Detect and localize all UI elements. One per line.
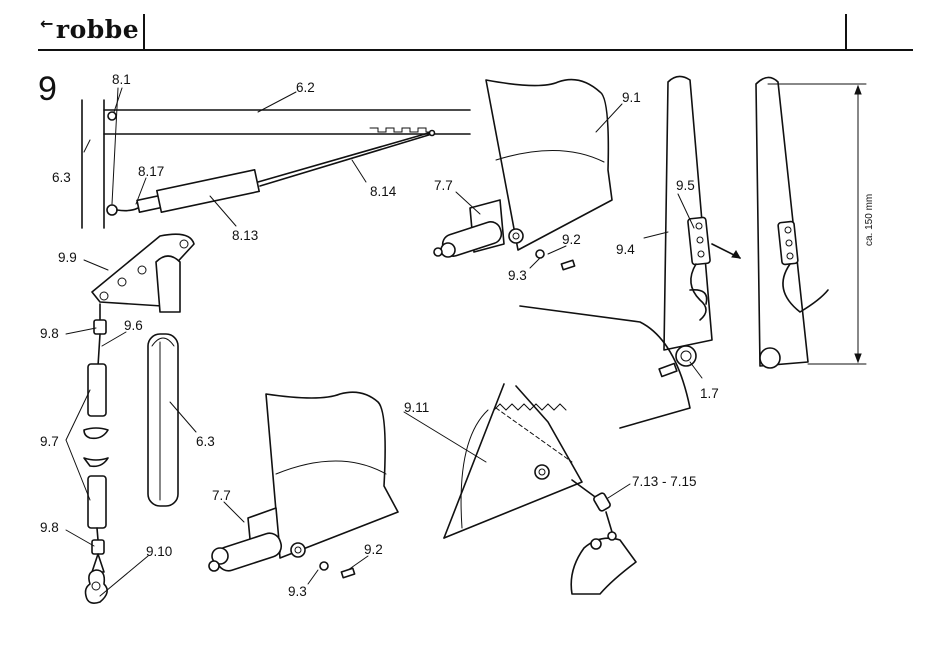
label-8-14: 8.14	[370, 184, 397, 199]
label-8-17: 8.17	[138, 164, 164, 179]
label-9-4: 9.4	[616, 242, 635, 257]
label-9-8-top: 9.8	[40, 326, 59, 341]
label-6-2: 6.2	[296, 80, 315, 95]
label-7-13-7-15: 7.13 - 7.15	[632, 474, 697, 489]
label-7-7-bottom: 7.7	[212, 488, 231, 503]
tiller-measurement-view	[756, 77, 866, 368]
label-9-2-top: 9.2	[562, 232, 581, 247]
label-9-5: 9.5	[676, 178, 695, 193]
label-9-2-bottom: 9.2	[364, 542, 383, 557]
label-9-6: 9.6	[124, 318, 143, 333]
label-9-1: 9.1	[622, 90, 641, 105]
label-8-1: 8.1	[112, 72, 131, 87]
label-6-3-mid: 6.3	[196, 434, 215, 449]
label-6-3-top: 6.3	[52, 170, 71, 185]
label-9-8-bottom: 9.8	[40, 520, 59, 535]
label-9-7: 9.7	[40, 434, 59, 449]
rudder-hinge-assembly-top	[434, 80, 612, 270]
label-9-10: 9.10	[146, 544, 172, 559]
label-9-11: 9.11	[404, 400, 429, 415]
label-9-3-bottom: 9.3	[288, 584, 307, 599]
label-7-7-top: 7.7	[434, 178, 453, 193]
rudder-detail-view	[444, 384, 636, 594]
label-9-9: 9.9	[58, 250, 77, 265]
label-9-3-top: 9.3	[508, 268, 527, 283]
label-1-7: 1.7	[700, 386, 719, 401]
label-ca-150-mm: ca. 150 mm	[864, 194, 875, 246]
label-8-13: 8.13	[232, 228, 258, 243]
mast-section	[148, 334, 178, 506]
